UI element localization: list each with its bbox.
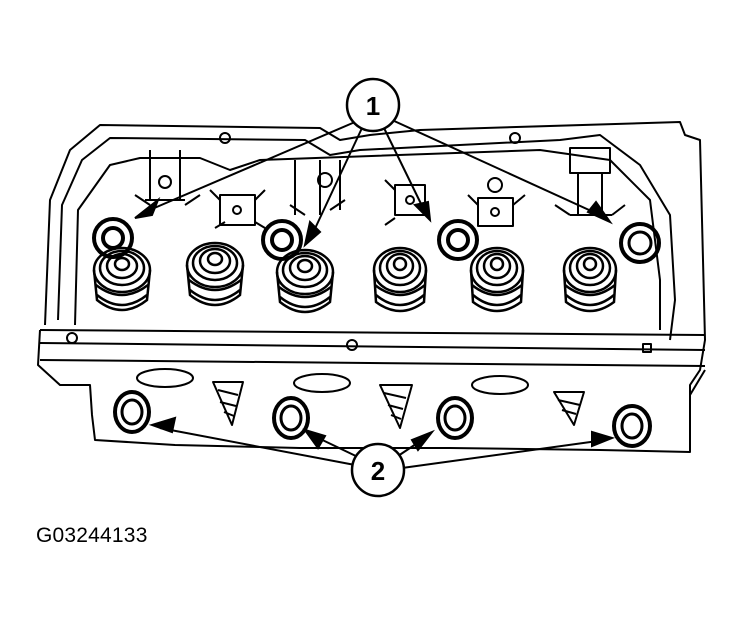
- rocker-stand: [467, 177, 526, 227]
- lower-body-outline: [37, 329, 706, 453]
- port-oval: [293, 373, 351, 393]
- head-bolt: [436, 396, 474, 440]
- head-bolt: [113, 390, 151, 434]
- spark-plug-thread: [383, 392, 407, 420]
- head-bolt: [272, 396, 310, 440]
- head-bolt: [92, 217, 134, 259]
- upper-head-bolts: [92, 217, 661, 264]
- callout-1-label: 1: [366, 91, 380, 121]
- head-outline: [44, 121, 706, 395]
- deck-line-1: [39, 329, 706, 336]
- spark-plug-boss: [553, 391, 585, 426]
- mount-hole: [642, 343, 652, 353]
- valve-spring: [469, 246, 525, 313]
- figure-caption: G03244133: [36, 524, 148, 547]
- callout-2: 2: [350, 442, 406, 498]
- valve-spring: [92, 246, 152, 312]
- head-bolt: [261, 219, 303, 261]
- deck-line-2: [39, 342, 706, 351]
- callout-2-label: 2: [371, 456, 385, 486]
- mount-hole: [346, 339, 358, 351]
- valve-springs: [92, 241, 618, 314]
- mount-hole: [66, 332, 78, 344]
- spark-plug-thread: [217, 389, 239, 417]
- callout-2-leaders: [148, 416, 616, 469]
- mount-hole: [219, 132, 231, 144]
- valve-spring: [275, 248, 335, 314]
- deck-line-3: [39, 359, 706, 367]
- callout-1-leaders: [134, 119, 613, 248]
- rocker-stand: [289, 160, 346, 216]
- valve-spring: [372, 246, 428, 313]
- head-bolt: [612, 404, 652, 448]
- port-oval: [136, 368, 194, 388]
- valve-spring: [562, 246, 618, 313]
- lower-head-bolts: [113, 390, 652, 448]
- callout-1: 1: [345, 77, 401, 133]
- rocker-stand: [384, 179, 426, 226]
- head-inner-outline: [57, 134, 676, 341]
- port-oval: [471, 375, 529, 395]
- rocker-stand: [134, 150, 201, 206]
- head-bolt: [619, 222, 661, 264]
- valve-spring: [185, 241, 245, 307]
- valve-cover-rail: [74, 149, 661, 330]
- mount-hole: [509, 132, 521, 144]
- head-bolt: [437, 219, 479, 261]
- rocker-stand: [209, 189, 266, 229]
- spark-plug-thread: [557, 399, 581, 415]
